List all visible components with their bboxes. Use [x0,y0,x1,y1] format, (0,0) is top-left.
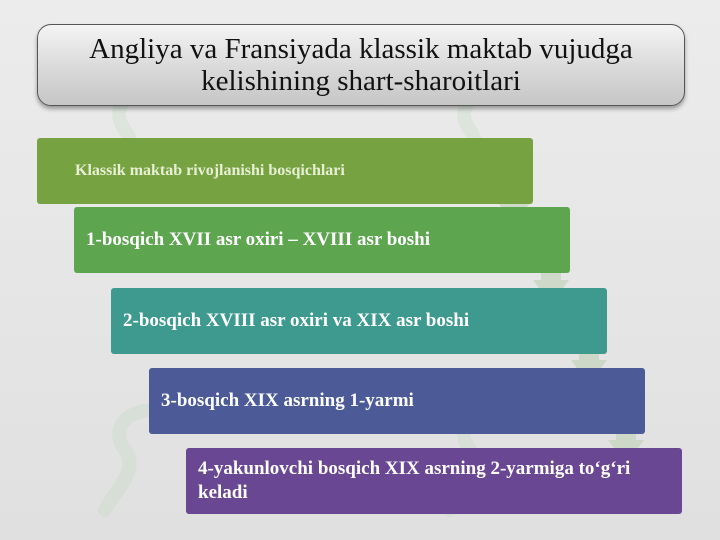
stage-label: 3-bosqich XIX asrning 1-yarmi [161,390,414,411]
stage-box-4: 4-yakunlovchi bosqich XIX asrning 2-yarm… [186,448,682,514]
stage-label: 4-yakunlovchi bosqich XIX asrning 2-yarm… [198,458,631,503]
stage-label: Klassik maktab rivojlanishi bosqichlari [75,162,345,179]
stage-box-3: 3-bosqich XIX asrning 1-yarmi [149,368,645,434]
title-box: Angliya va Fransiyada klassik maktab vuj… [37,24,685,106]
stage-label: 1-bosqich XVII asr oxiri – XVIII asr bos… [86,229,431,250]
stage-box-overview: Klassik maktab rivojlanishi bosqichlari [37,138,533,204]
stage-label: 2-bosqich XVIII asr oxiri va XIX asr bos… [123,310,470,331]
stage-box-1: 1-bosqich XVII asr oxiri – XVIII asr bos… [74,207,570,273]
page-title: Angliya va Fransiyada klassik maktab vuj… [89,33,633,97]
stage-box-2: 2-bosqich XVIII asr oxiri va XIX asr bos… [111,288,607,354]
